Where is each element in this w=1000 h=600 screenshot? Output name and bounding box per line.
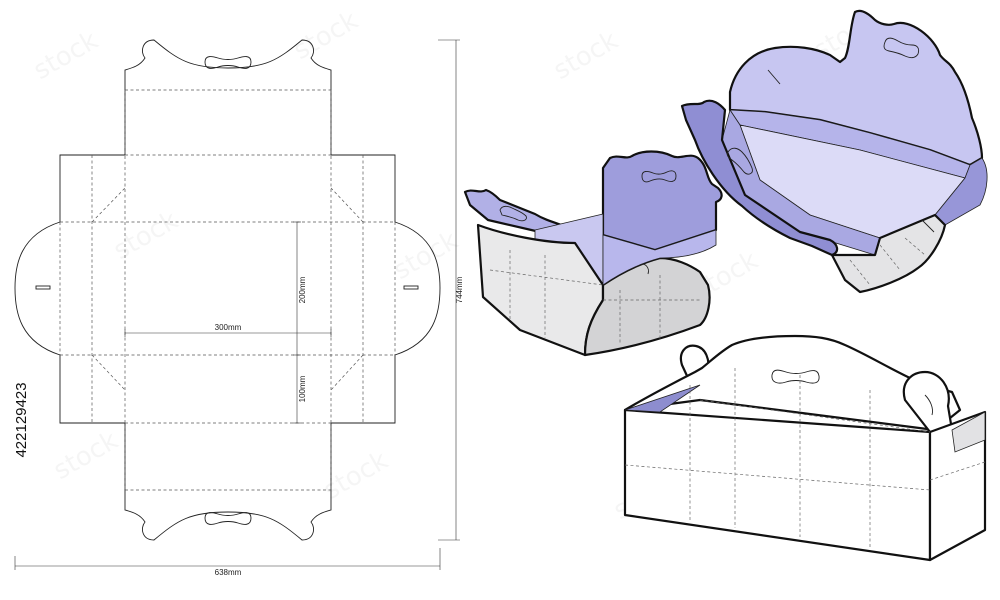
flat-dieline: 300mm 200mm 100mm 744mm 638mm xyxy=(14,39,464,577)
end-face xyxy=(928,410,987,562)
dimension-depth: 100mm xyxy=(293,355,307,424)
open-box-small xyxy=(463,150,723,357)
end-flap-shade xyxy=(951,411,986,453)
svg-text:stock: stock xyxy=(389,226,464,286)
handle-hole-top xyxy=(204,56,252,69)
dimension-height: 200mm xyxy=(293,221,307,356)
handle-hole-bottom xyxy=(204,512,252,525)
right-curl xyxy=(902,370,954,434)
fold-lines xyxy=(59,89,396,491)
left-shadow xyxy=(624,384,701,413)
lid-handle-hole xyxy=(771,369,820,384)
inner-floor xyxy=(602,229,717,286)
svg-text:stock: stock xyxy=(109,206,184,266)
svg-text:100mm: 100mm xyxy=(298,375,307,402)
dimension-total-width: 638mm xyxy=(14,548,441,577)
back-lid xyxy=(728,9,984,167)
front-flap xyxy=(680,99,839,257)
svg-text:stock: stock xyxy=(289,6,364,66)
left-flap-hole xyxy=(499,205,527,222)
side-slot-right xyxy=(403,285,419,290)
top-lid xyxy=(623,334,962,432)
lid-handle-hole xyxy=(883,37,920,59)
svg-text:stock: stock xyxy=(49,426,124,486)
side-slot-left xyxy=(35,285,51,290)
dimension-total-height: 744mm xyxy=(438,39,464,541)
back-panel xyxy=(601,150,723,252)
dimension-width: 300mm xyxy=(124,323,332,337)
lid-slot xyxy=(767,69,781,85)
open-box-top xyxy=(680,9,988,294)
svg-text:638mm: 638mm xyxy=(215,568,242,577)
inner-right-wall xyxy=(934,157,988,226)
svg-text:200mm: 200mm xyxy=(298,276,307,303)
dieline-outline xyxy=(14,39,441,541)
svg-text:744mm: 744mm xyxy=(455,276,464,303)
closed-box-with-handle xyxy=(623,334,987,562)
stock-id: 422129423 xyxy=(13,382,30,457)
svg-text:300mm: 300mm xyxy=(215,323,242,332)
svg-text:stock: stock xyxy=(29,26,104,86)
front-face xyxy=(623,408,932,562)
box-outer-side xyxy=(830,213,947,294)
svg-text:stock: stock xyxy=(319,446,394,506)
svg-text:stock: stock xyxy=(549,26,624,86)
front-flap-hole xyxy=(726,147,753,175)
handle-hole xyxy=(641,170,677,183)
